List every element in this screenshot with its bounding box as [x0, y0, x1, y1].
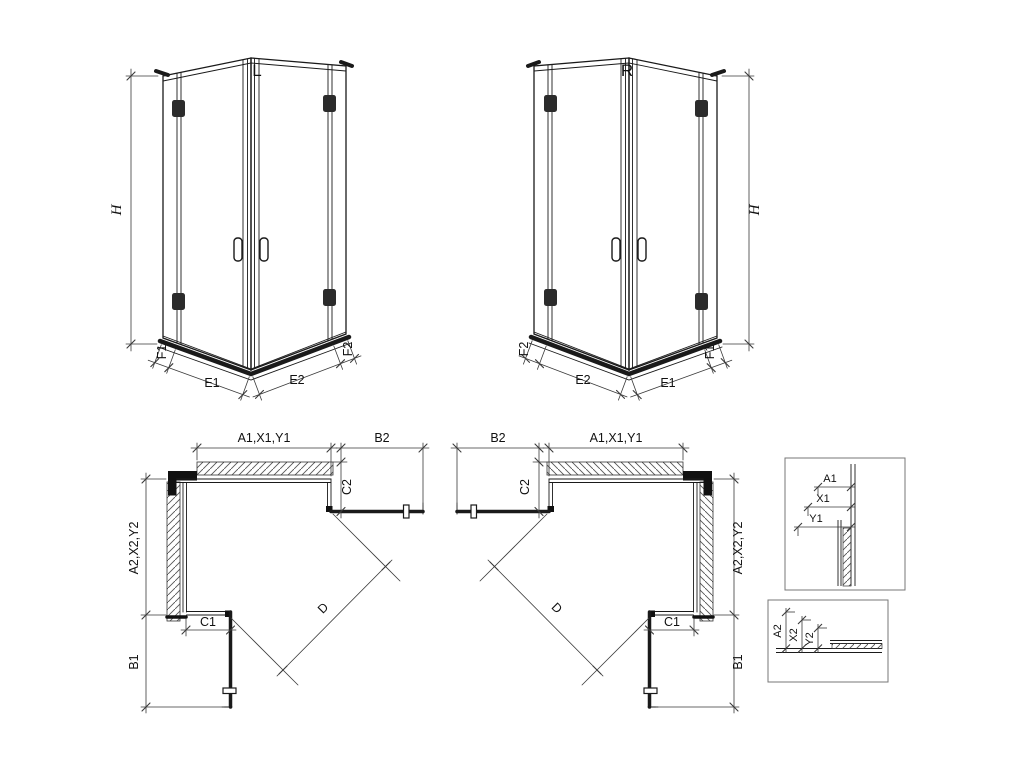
dim-label-x2-detail: X2	[788, 628, 800, 641]
detail-view-bottom	[767, 599, 889, 683]
dim-label-x1-detail: X1	[816, 493, 829, 505]
dim-label-c1-planright: C1	[664, 615, 680, 629]
detail-bottom-frame	[767, 599, 889, 683]
floor-profile-section	[831, 643, 883, 649]
view-label-right: R	[621, 61, 633, 80]
dim-label-c2-planright: C2	[518, 479, 532, 495]
dim-label-y1-detail: Y1	[809, 513, 822, 525]
dim-label-a1x1y1-planright: A1,X1,Y1	[590, 431, 643, 445]
dim-label-f1-right: F1	[703, 345, 717, 360]
dim-label-e2-left: E2	[289, 373, 304, 387]
labels: L H F1 E1 E2 F2 R H F2 E2 E1 F1 A1,X1,Y1…	[109, 61, 837, 670]
dim-label-a2-detail: A2	[772, 624, 784, 637]
dim-label-a2x2y2-planleft: A2,X2,Y2	[127, 522, 141, 575]
dim-label-f2-right: F2	[517, 342, 531, 357]
dim-label-f1-left: F1	[155, 345, 169, 360]
dim-label-b2-planright: B2	[490, 431, 505, 445]
dim-label-h-right: H	[747, 203, 763, 216]
dim-label-e1-left: E1	[204, 376, 219, 390]
dim-label-a2x2y2-planright: A2,X2,Y2	[731, 522, 745, 575]
detail-view-top	[784, 457, 906, 591]
dim-label-h-left: H	[109, 203, 125, 216]
dim-label-a1x1y1-planleft: A1,X1,Y1	[238, 431, 291, 445]
dim-label-b1-planleft: B1	[127, 654, 141, 669]
dim-label-b2-planleft: B2	[374, 431, 389, 445]
dim-label-c1-planleft: C1	[200, 615, 216, 629]
view-label-left: L	[252, 61, 261, 80]
dim-label-a1-detail: A1	[823, 473, 836, 485]
dim-label-e1-right: E1	[660, 376, 675, 390]
dim-label-c2-planleft: C2	[340, 479, 354, 495]
dim-label-b1-planright: B1	[731, 654, 745, 669]
dim-label-y2-detail: Y2	[804, 632, 816, 645]
dim-label-f2-left: F2	[341, 342, 355, 357]
dim-label-e2-right: E2	[575, 373, 590, 387]
wall-profile-section	[842, 527, 852, 587]
